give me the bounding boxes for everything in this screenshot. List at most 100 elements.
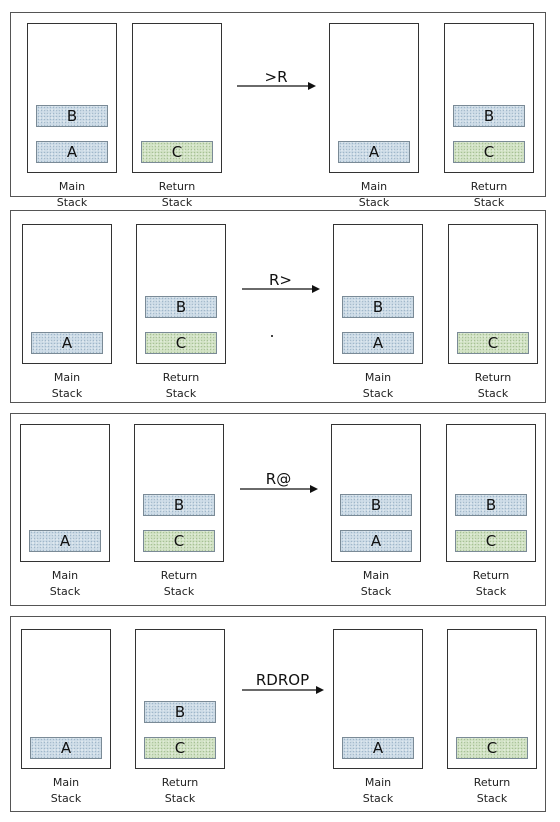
stack-item: B [340,494,412,516]
caption-line: Main [53,371,81,384]
caption-line: Stack [51,387,83,400]
operation-label: RDROP [255,671,310,689]
stack-item: C [457,332,529,354]
caption-line: Main [58,180,86,193]
arrow-head [316,686,324,694]
stack-item: C [453,141,525,163]
stack-item: A [342,737,414,759]
caption-line: Stack [477,387,509,400]
right-arrow-icon [237,82,316,90]
main-stack-after: A [329,23,419,173]
stack-item: B [144,701,216,723]
return-stack-after: C [448,224,538,364]
caption-line: Return [473,776,511,789]
caption-line: Main [360,180,388,193]
stack-item: A [30,737,102,759]
stack-item: A [338,141,410,163]
stack-item: C [145,332,217,354]
main-stack-before: A [22,224,112,364]
right-arrow-icon [242,285,320,293]
caption-line: Stack [475,585,507,598]
caption-line: Return [158,180,196,193]
caption-line: Stack [163,585,195,598]
stack-item: B [36,105,108,127]
caption-line: Main [364,776,392,789]
main-stack-before: A [21,629,111,769]
return-stack-after: C [447,629,537,769]
stack-item: A [340,530,412,552]
return-stack-before: C [132,23,222,173]
operation-label: R@ [265,470,292,488]
caption-line: Stack [56,196,88,209]
stack-item: A [31,332,103,354]
caption-line: Stack [360,585,392,598]
arrow-head [312,285,320,293]
caption-line: Stack [362,387,394,400]
caption-line: Stack [476,792,508,805]
arrow-head [310,485,318,493]
stack-item: C [143,530,215,552]
caption-line: Stack [49,585,81,598]
stack-item: B [342,296,414,318]
stack-item: C [144,737,216,759]
stack-item: C [456,737,528,759]
caption-line: Main [364,371,392,384]
caption-line: Return [470,180,508,193]
main-stack-before: A [20,424,110,562]
stack-item: B [453,105,525,127]
stack-item: C [141,141,213,163]
caption-line: Stack [50,792,82,805]
caption-line: Return [161,776,199,789]
right-arrow-icon [240,485,318,493]
caption-line: Main [52,776,80,789]
stack-item: B [455,494,527,516]
stack-item: A [36,141,108,163]
caption-line: Return [162,371,200,384]
caption-line: Stack [165,387,197,400]
caption-line: Main [51,569,79,582]
caption-line: Return [160,569,198,582]
caption-line: Return [474,371,512,384]
arrow-head [308,82,316,90]
stack-item: C [455,530,527,552]
operation-label: >R [264,68,288,86]
caption-line: Stack [161,196,193,209]
stack-item: A [342,332,414,354]
stack-item: B [143,494,215,516]
caption-line: Return [472,569,510,582]
main-stack-after: A [333,629,423,769]
caption-line: Stack [358,196,390,209]
stack-item: B [145,296,217,318]
caption-line: Stack [164,792,196,805]
operation-label: R> [269,271,292,289]
caption-line: Stack [473,196,505,209]
stack-item: A [29,530,101,552]
stray-dot [271,335,273,337]
caption-line: Main [362,569,390,582]
